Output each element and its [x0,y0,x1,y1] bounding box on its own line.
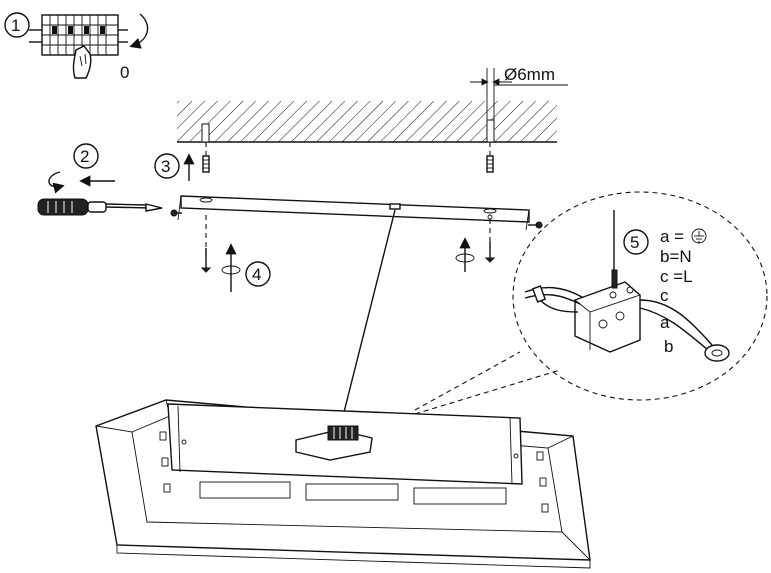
terminal-block-icon [574,269,641,353]
wall-plug-left-icon [202,155,210,173]
legend-a: a = [660,227,684,246]
step1-number: 1 [11,16,20,35]
step3-number: 3 [161,157,170,176]
screw-right-icon [484,242,496,263]
step2-circle [73,143,99,169]
legend-c: c =L [660,267,693,286]
step4-circle [245,261,271,287]
wiring-legend: a = b=N c =L [660,227,707,286]
panel-tray [131,415,563,533]
supply-cable [339,209,396,429]
wiring-detail-callout: 5 a = b=N c =L c a b [414,191,768,415]
hole-diameter-dimension: Ø6mm [470,65,568,120]
step5-circle [623,229,649,255]
step5-number: 5 [630,233,639,252]
ceiling [177,101,557,143]
wire-label-a: a [660,313,670,332]
ceiling-hatch [177,101,557,142]
terminal-connector-icon [295,425,373,461]
earth-ground-icon [691,228,707,244]
hand-icon [72,45,92,79]
cable-grommet-icon [704,344,730,362]
rotate-arrow-icon [129,13,149,49]
mounting-bracket [170,195,543,231]
rotate-left-icon [221,265,241,275]
step1-breaker-group: 1 [4,12,149,82]
screwdriver-icon [37,198,163,216]
step4-number: 4 [252,265,261,284]
switch-off-value: 0 [120,63,129,82]
wall-plug-right-icon [486,155,494,173]
rotate-right-icon [455,253,475,263]
step3-circle [154,153,180,179]
screw-left-icon [200,248,212,273]
step4-group: 4 [200,215,496,292]
legend-b: b=N [660,247,692,266]
ceiling-hole-left [201,123,210,143]
step3-group: 3 [154,142,494,181]
step1-circle [4,12,30,38]
step2-group: 2 [37,143,163,216]
panel-slots [199,481,507,505]
detail-ellipse [512,191,768,401]
wires [524,210,730,362]
step2-number: 2 [80,147,89,166]
light-panel [95,399,591,569]
rotate-screw-icon [48,171,65,194]
wire-label-c: c [660,286,669,305]
hole-diameter-label: Ø6mm [504,65,555,84]
wire-label-b: b [664,337,673,356]
ceiling-hole-right [486,119,495,143]
